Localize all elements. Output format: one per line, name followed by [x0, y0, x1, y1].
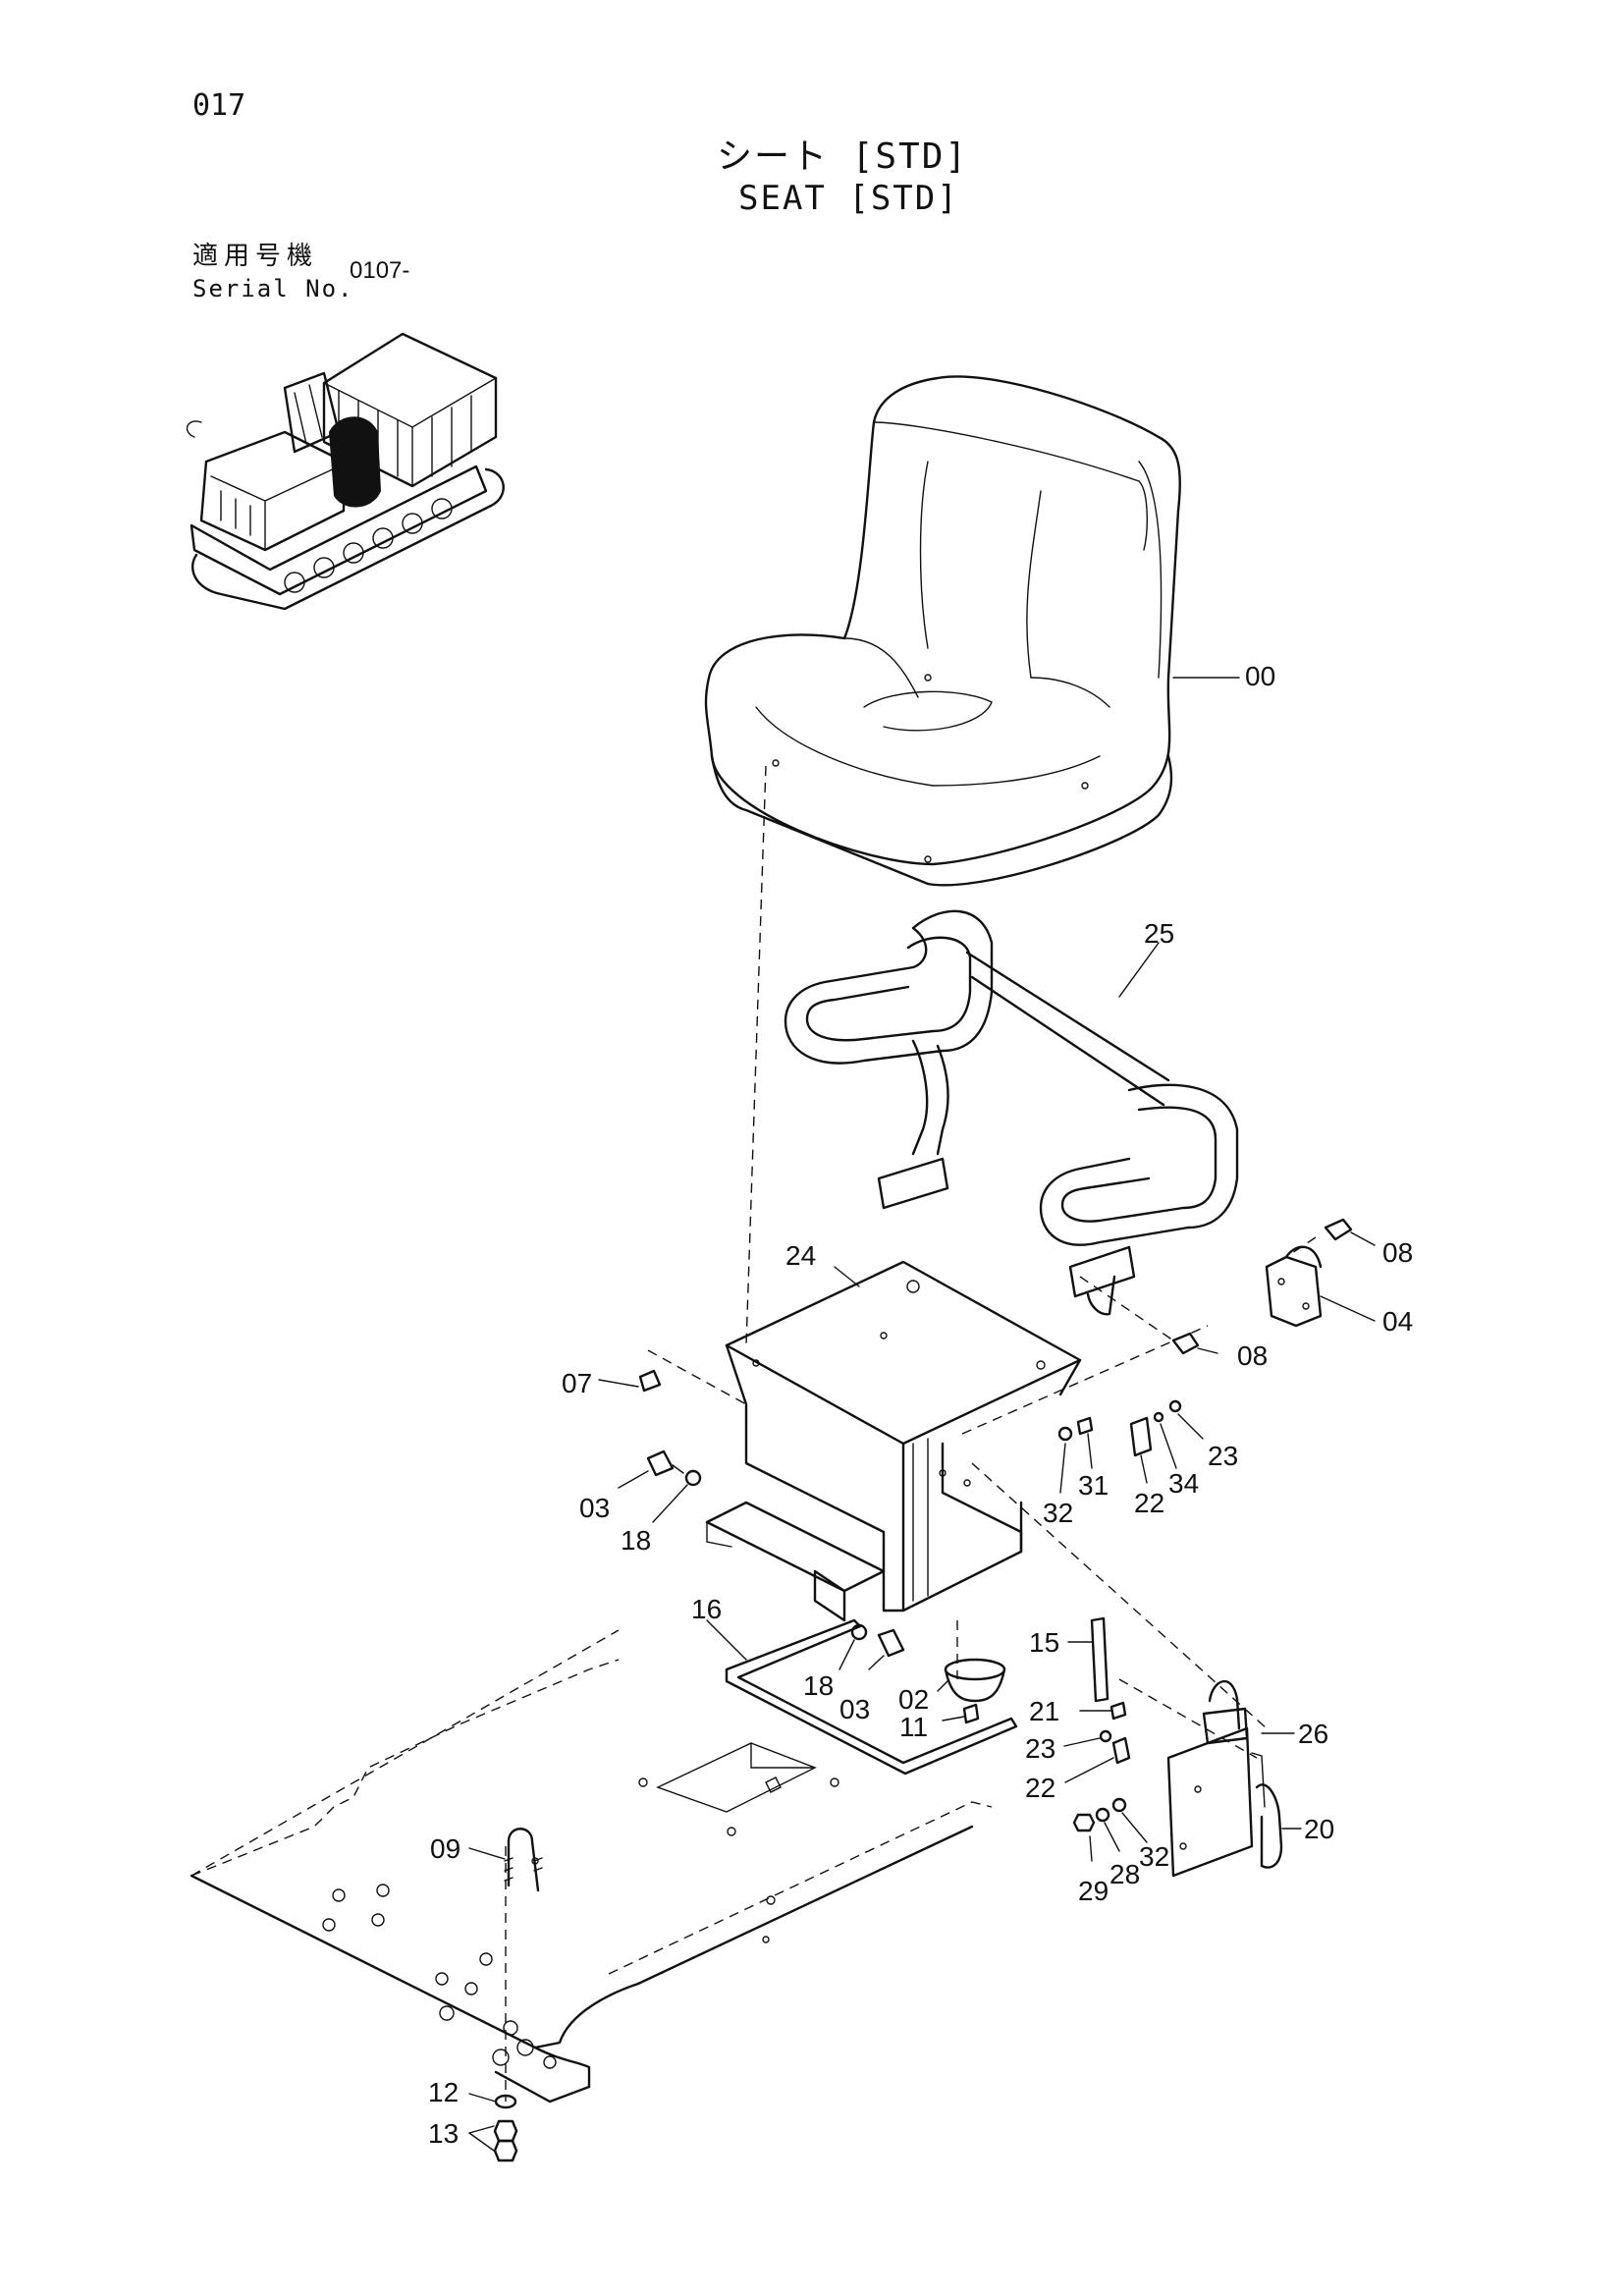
- label-part-16: 16: [691, 1594, 722, 1624]
- part-25-seat-handrail: [784, 909, 1239, 1316]
- part-29-nut: [1072, 1813, 1096, 1862]
- label-part-15: 15: [1029, 1627, 1059, 1658]
- part-32-washer-upper: [1057, 1426, 1073, 1494]
- label-part-08-upper: 08: [1382, 1237, 1413, 1268]
- part-18-washer-upper: [652, 1469, 702, 1523]
- label-part-18-upper: 18: [621, 1525, 651, 1556]
- label-part-20: 20: [1304, 1814, 1334, 1844]
- part-04-bracket: [1265, 1245, 1376, 1328]
- part-03-bolt-upper: [618, 1449, 684, 1489]
- part-08-bolt-upper: [1285, 1218, 1376, 1258]
- part-11-screw: [942, 1703, 980, 1724]
- label-part-02: 02: [898, 1684, 929, 1715]
- label-part-08-lower: 08: [1237, 1340, 1268, 1371]
- part-07-bolt: [598, 1369, 662, 1393]
- label-part-11: 11: [899, 1712, 928, 1742]
- guide-line-lever: [1118, 1678, 1258, 1759]
- part-02-rubber-stopper: [937, 1658, 1006, 1703]
- label-part-25: 25: [1144, 918, 1174, 949]
- part-13-nut: [468, 2119, 518, 2162]
- label-part-03-upper: 03: [579, 1493, 610, 1523]
- part-12-washer: [468, 2093, 517, 2109]
- label-part-03-lower: 03: [839, 1694, 870, 1724]
- part-03-bolt-lower: [868, 1628, 905, 1670]
- label-part-31: 31: [1078, 1470, 1109, 1501]
- part-22-switch-upper: [1129, 1416, 1153, 1484]
- part-28-washer: [1095, 1807, 1120, 1852]
- label-part-28: 28: [1109, 1859, 1140, 1889]
- label-part-00: 00: [1245, 661, 1275, 691]
- part-18-washer-lower: [839, 1623, 868, 1670]
- machine-thumbnail-illustration: [186, 332, 505, 611]
- part-09-u-bolt: [468, 1828, 543, 1892]
- floor-plate: [189, 1629, 993, 2104]
- title-japanese: シート [STD]: [717, 137, 969, 177]
- part-22-switch-lower: [1064, 1736, 1131, 1783]
- part-15-spring: [1067, 1616, 1109, 1703]
- part-21-bolt: [1079, 1701, 1127, 1721]
- guide-line-seat: [745, 765, 767, 1346]
- label-part-24: 24: [785, 1240, 816, 1271]
- label-part-13: 13: [428, 2118, 459, 2149]
- part-34-washer: [1153, 1411, 1177, 1469]
- label-part-04: 04: [1382, 1306, 1413, 1337]
- label-part-26: 26: [1298, 1719, 1328, 1749]
- label-part-07: 07: [562, 1368, 592, 1398]
- part-23-nut-lower: [1063, 1729, 1112, 1747]
- label-part-29: 29: [1078, 1876, 1109, 1906]
- part-26-lever-bracket: [1166, 1679, 1295, 1878]
- part-24-seat-base: [647, 1260, 1268, 1729]
- part-31-bolt: [1076, 1416, 1094, 1469]
- part-16-rubber-strip: [706, 1618, 1018, 1776]
- label-part-18-lower: 18: [803, 1670, 834, 1701]
- label-part-22-upper: 22: [1134, 1488, 1164, 1518]
- serial-label-japanese: 適用号機: [192, 241, 319, 270]
- label-part-12: 12: [428, 2077, 459, 2107]
- serial-label-english: Serial No.: [192, 275, 354, 302]
- part-32-washer-lower: [1111, 1797, 1148, 1843]
- part-00-seat-cushion: [704, 375, 1240, 887]
- label-part-21: 21: [1029, 1696, 1059, 1726]
- label-part-34: 34: [1168, 1468, 1199, 1499]
- part-23-nut-upper: [1168, 1399, 1204, 1440]
- label-part-23-lower: 23: [1025, 1733, 1055, 1764]
- serial-number-value: 0107-: [350, 257, 410, 284]
- title-english: SEAT [STD]: [738, 179, 959, 218]
- label-part-09: 09: [430, 1833, 460, 1864]
- label-part-22-lower: 22: [1025, 1773, 1055, 1803]
- part-20-lever-handle: [1255, 1783, 1302, 1869]
- page-number: 017: [192, 88, 246, 123]
- label-part-32-upper: 32: [1043, 1498, 1073, 1528]
- label-part-23-upper: 23: [1208, 1441, 1238, 1471]
- label-part-32-lower: 32: [1139, 1841, 1169, 1872]
